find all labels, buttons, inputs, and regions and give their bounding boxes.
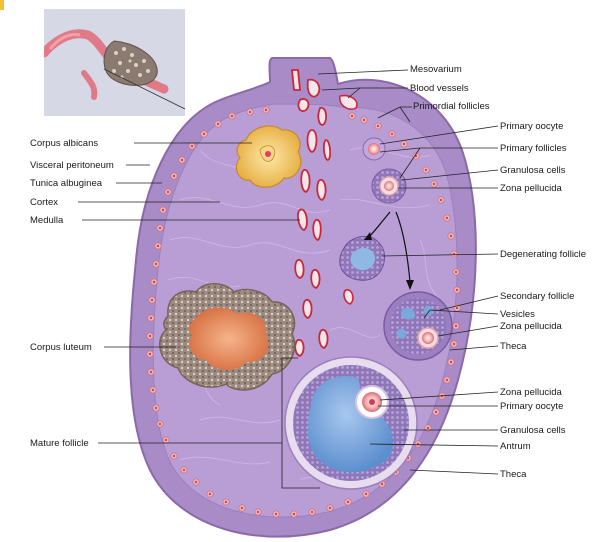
- primordial-oocyte: [439, 198, 443, 202]
- primordial-oocyte: [172, 454, 176, 458]
- primordial-oocyte: [362, 118, 366, 122]
- label-zona-pellucida-top: Zona pellucida: [500, 183, 562, 194]
- label-theca-bottom: Theca: [500, 469, 527, 480]
- primordial-oocyte: [152, 280, 156, 284]
- primordial-oocyte: [454, 324, 458, 328]
- primordial-oocyte: [148, 334, 152, 338]
- primordial-oocyte: [274, 512, 278, 516]
- primordial-follicles: [146, 106, 461, 518]
- label-mesovarium: Mesovarium: [410, 64, 462, 75]
- primordial-oocyte: [449, 234, 453, 238]
- primordial-oocyte: [216, 122, 220, 126]
- blood-vessels: [291, 69, 332, 357]
- primordial-oocyte: [432, 182, 436, 186]
- primordial-oocyte: [202, 132, 206, 136]
- primordial-oocyte: [190, 144, 194, 148]
- primordial-oocyte: [424, 168, 428, 172]
- primordial-oocyte: [150, 298, 154, 302]
- primordial-oocyte: [224, 500, 228, 504]
- primordial-oocyte: [149, 370, 153, 374]
- primordial-oocyte: [454, 270, 458, 274]
- label-degenerating-follicle: Degenerating follicle: [500, 249, 587, 260]
- label-tunica-albuginea: Tunica albuginea: [30, 178, 103, 189]
- primordial-oocyte: [445, 216, 449, 220]
- degenerating-follicle: [339, 235, 385, 281]
- primordial-oocyte: [445, 378, 449, 382]
- label-blood-vessels: Blood vessels: [410, 83, 469, 94]
- mature-follicle: [284, 356, 418, 490]
- primordial-oocyte: [194, 480, 198, 484]
- label-granulosa-cells-bottom: Granulosa cells: [500, 425, 566, 436]
- primordial-oocyte: [310, 510, 314, 514]
- primary-follicles: [362, 137, 407, 204]
- primordial-oocyte: [149, 316, 153, 320]
- primordial-oocyte: [449, 360, 453, 364]
- primordial-oocyte: [230, 114, 234, 118]
- primordial-oocyte: [402, 142, 406, 146]
- label-primary-oocyte-top: Primary oocyte: [500, 121, 564, 132]
- primordial-oocyte: [346, 500, 350, 504]
- primordial-oocyte: [426, 426, 430, 430]
- inset-panel: [39, 9, 186, 116]
- label-zona-pellucida-mid: Zona pellucida: [500, 321, 562, 332]
- label-primary-oocyte-bottom: Primary oocyte: [500, 401, 564, 412]
- label-mature-follicle: Mature follicle: [30, 438, 89, 449]
- primordial-oocyte: [151, 388, 155, 392]
- leader-lines: [78, 69, 499, 489]
- label-antrum: Antrum: [500, 441, 531, 452]
- corpus-albicans: [235, 125, 302, 188]
- primordial-oocyte: [292, 512, 296, 516]
- primordial-oocyte: [154, 262, 158, 266]
- primordial-oocyte: [380, 482, 384, 486]
- primordial-oocyte: [350, 114, 354, 118]
- primordial-oocyte: [166, 190, 170, 194]
- label-cortex: Cortex: [30, 197, 58, 208]
- label-theca-mid: Theca: [500, 341, 527, 352]
- label-granulosa-cells-top: Granulosa cells: [500, 165, 566, 176]
- primordial-oocyte: [182, 468, 186, 472]
- primordial-oocyte: [158, 422, 162, 426]
- primordial-oocyte: [172, 174, 176, 178]
- primordial-oocyte: [455, 306, 459, 310]
- primordial-oocyte: [161, 208, 165, 212]
- primordial-oocyte: [376, 124, 380, 128]
- label-medulla: Medulla: [30, 215, 64, 226]
- primordial-oocyte: [156, 244, 160, 248]
- label-primary-follicles: Primary follicles: [500, 143, 567, 154]
- primordial-oocyte: [158, 226, 162, 230]
- label-corpus-luteum: Corpus luteum: [30, 342, 92, 353]
- primordial-oocyte: [240, 506, 244, 510]
- corpus-luteum: [159, 283, 296, 391]
- corner-accent: [0, 0, 4, 10]
- label-secondary-follicle: Secondary follicle: [500, 291, 575, 302]
- primordial-oocyte: [364, 492, 368, 496]
- primordial-oocyte: [455, 288, 459, 292]
- label-primordial-follicles: Primordial follicles: [413, 101, 490, 112]
- label-vesicles: Vesicles: [500, 309, 535, 320]
- primordial-oocyte: [208, 492, 212, 496]
- label-zona-pellucida-bottom: Zona pellucida: [500, 387, 562, 398]
- primordial-oocyte: [434, 410, 438, 414]
- primordial-oocyte: [248, 110, 252, 114]
- ovary-location-illustration: [39, 9, 186, 116]
- primordial-oocyte: [154, 406, 158, 410]
- secondary-follicle: [383, 291, 453, 361]
- primordial-oocyte: [164, 438, 168, 442]
- primordial-oocyte: [148, 352, 152, 356]
- label-visceral-peritoneum: Visceral peritoneum: [30, 160, 114, 171]
- label-corpus-albicans: Corpus albicans: [30, 138, 99, 149]
- primordial-oocyte: [180, 158, 184, 162]
- primordial-oocyte: [264, 108, 268, 112]
- primordial-oocyte: [390, 132, 394, 136]
- primordial-oocyte: [452, 342, 456, 346]
- primordial-oocyte: [256, 510, 260, 514]
- primordial-oocyte: [328, 506, 332, 510]
